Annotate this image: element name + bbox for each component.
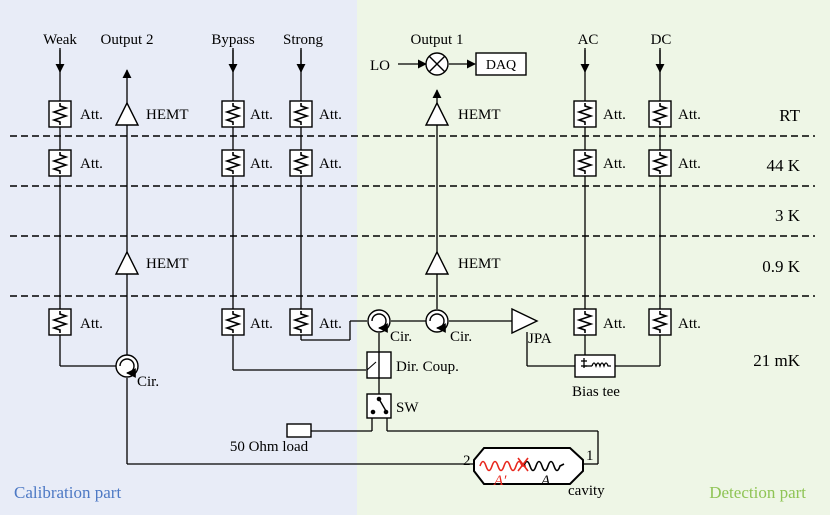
att-label: Att. xyxy=(603,156,626,172)
att-label: Att. xyxy=(678,156,701,172)
port-bypass-label: Bypass xyxy=(211,32,255,48)
att-label: Att. xyxy=(80,107,103,123)
hemt-amplifiers xyxy=(114,101,450,275)
port-output1-label: Output 1 xyxy=(411,32,464,48)
port-strong-label: Strong xyxy=(283,32,324,48)
load-resistor xyxy=(286,423,312,438)
att-label: Att. xyxy=(678,107,701,123)
mixer xyxy=(425,52,449,76)
mode-a-label: A xyxy=(540,473,551,489)
cir-label: Cir. xyxy=(390,329,412,345)
load-label: 50 Ohm load xyxy=(230,439,309,455)
attenuator xyxy=(221,100,245,128)
stage-3k-label: 3 K xyxy=(775,206,801,225)
att-label: Att. xyxy=(80,316,103,332)
hemt-out1-rt xyxy=(424,101,450,126)
attenuator xyxy=(648,100,672,128)
att-label: Att. xyxy=(250,156,273,172)
hemt-label: HEMT xyxy=(458,107,501,123)
att-label: Att. xyxy=(319,156,342,172)
cir-label: Cir. xyxy=(137,374,159,390)
axion-wave xyxy=(479,460,526,472)
directional-coupler xyxy=(366,351,392,379)
attenuator xyxy=(48,100,72,128)
hemt-label: HEMT xyxy=(146,256,189,272)
detection-part-label: Detection part xyxy=(709,483,806,502)
stage-21mk-label: 21 mK xyxy=(753,351,800,370)
attenuator xyxy=(648,308,672,336)
att-label: Att. xyxy=(603,107,626,123)
att-label: Att. xyxy=(250,107,273,123)
hemt-out2-09k xyxy=(114,250,140,275)
cavity-port1-label: 1 xyxy=(586,448,594,464)
hemt-label: HEMT xyxy=(146,107,189,123)
photon-wave xyxy=(523,460,565,472)
stage-09k-label: 0.9 K xyxy=(762,257,801,276)
attenuator xyxy=(289,308,313,336)
mode-aprime-label: A′ xyxy=(493,473,507,489)
port-weak-label: Weak xyxy=(43,32,77,48)
att-label: Att. xyxy=(678,316,701,332)
jpa-amplifier xyxy=(511,307,539,335)
stage-rt-label: RT xyxy=(779,106,800,125)
daq-label: DAQ xyxy=(486,58,516,73)
att-label: Att. xyxy=(250,316,273,332)
attenuator xyxy=(289,149,313,177)
att-label: Att. xyxy=(80,156,103,172)
att-label: Att. xyxy=(319,107,342,123)
circulator-2 xyxy=(425,309,449,333)
attenuator xyxy=(573,149,597,177)
att-label: Att. xyxy=(319,316,342,332)
cir-label: Cir. xyxy=(450,329,472,345)
stage-44k-label: 44 K xyxy=(766,156,800,175)
attenuator xyxy=(573,308,597,336)
daq-box xyxy=(475,52,527,76)
sw-label: SW xyxy=(396,400,419,416)
attenuators xyxy=(48,100,672,336)
circulator-calibration xyxy=(115,354,139,378)
conversion-cross-b xyxy=(517,457,529,472)
calibration-part-label: Calibration part xyxy=(14,483,121,502)
attenuator xyxy=(648,149,672,177)
stage-separators xyxy=(10,135,815,297)
attenuator xyxy=(48,308,72,336)
attenuator xyxy=(573,100,597,128)
circulator-1 xyxy=(367,309,391,333)
cavity xyxy=(473,447,584,485)
hemt-out1-09k xyxy=(424,250,450,275)
input-arrows xyxy=(55,48,665,73)
hemt-out2-rt xyxy=(114,101,140,126)
cavity-label: cavity xyxy=(568,483,605,499)
attenuator xyxy=(48,149,72,177)
bias-tee-label: Bias tee xyxy=(572,384,620,400)
hemt-label: HEMT xyxy=(458,256,501,272)
att-label: Att. xyxy=(603,316,626,332)
bias-tee xyxy=(574,354,616,378)
detection-region xyxy=(357,0,830,515)
dir-coup-label: Dir. Coup. xyxy=(396,359,459,375)
port-ac-label: AC xyxy=(578,32,599,48)
port-dc-label: DC xyxy=(651,32,672,48)
port-output2-label: Output 2 xyxy=(101,32,154,48)
attenuator xyxy=(221,308,245,336)
attenuator xyxy=(221,149,245,177)
cavity-port2-label: 2 xyxy=(463,453,471,469)
circulators xyxy=(115,309,449,378)
rf-switch xyxy=(366,393,392,419)
lo-label: LO xyxy=(370,58,390,74)
jpa-label: JPA xyxy=(528,331,552,347)
attenuator xyxy=(289,100,313,128)
